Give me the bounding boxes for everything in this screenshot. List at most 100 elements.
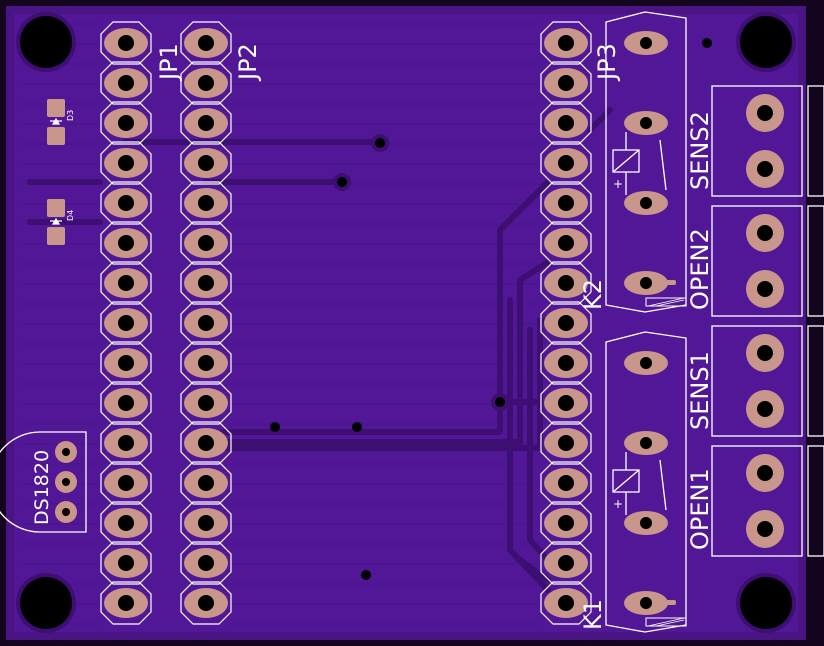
pin-hole [198,275,214,291]
pin-outline [540,301,592,345]
pin-hole [558,475,574,491]
pin-hole [558,555,574,571]
terminal-side [807,445,824,557]
terminal-side [807,205,824,317]
pin-hole [198,115,214,131]
pin-outline [180,181,232,225]
pin-hole [198,555,214,571]
pin-hole [198,435,214,451]
ds1820-sensor [0,431,87,533]
relay-pad-hole [640,117,652,129]
pin-hole [198,395,214,411]
pin-hole [198,315,214,331]
pin-hole [198,355,214,371]
pin-outline [180,421,232,465]
label-open1: OPEN1 [686,468,714,550]
terminal-side [807,85,824,197]
pin-hole [118,275,134,291]
pin-hole [558,435,574,451]
pin-hole [118,235,134,251]
label-d3: D3 [66,110,75,121]
terminal-hole [757,345,773,361]
label-sens2: SENS2 [686,111,714,190]
terminal-hole [757,401,773,417]
pin-hole [558,315,574,331]
pin-outline [100,21,152,65]
led-d4 [47,199,65,245]
pin-outline [540,101,592,145]
screw-terminals [711,85,824,557]
pin-hole [198,235,214,251]
pin-outline [180,461,232,505]
pin-outline [540,501,592,545]
pin-outline [100,221,152,265]
label-jp2: JP2 [234,43,262,82]
pin-outline [540,341,592,385]
label-open2: OPEN2 [686,228,714,310]
pin-hole [118,435,134,451]
pin-outline [180,21,232,65]
jp2-header [180,21,232,625]
pin-outline [180,581,232,625]
pin-hole [198,595,214,611]
relay-pad-hole [640,517,652,529]
pin-outline [100,421,152,465]
pin-hole [558,115,574,131]
pin-outline [100,181,152,225]
pin-hole [198,75,214,91]
jp1-header [100,21,152,625]
pin-outline [100,541,152,585]
pin-outline [540,421,592,465]
terminal-block [711,325,803,437]
pin-hole [118,195,134,211]
pin-outline [180,501,232,545]
terminal-hole [757,465,773,481]
jp3-header [540,21,592,625]
terminal-block [711,445,803,557]
mounting-holes [16,12,796,633]
terminal-side [807,325,824,437]
pin-outline [180,261,232,305]
vias [270,38,712,580]
pin-outline [100,141,152,185]
pin-outline [540,461,592,505]
k1-plus-sign: + [613,497,623,511]
pin-hole [118,555,134,571]
pin-outline [180,541,232,585]
pin-hole [558,35,574,51]
pin-hole [198,35,214,51]
relay-pad-hole [640,597,652,609]
relay-k2: + [605,11,687,313]
label-k1: K1 [579,599,607,630]
label-d4: D4 [66,210,75,221]
pin-outline [100,501,152,545]
pin-outline [100,381,152,425]
pin-outline [180,141,232,185]
pin-outline [100,461,152,505]
relay-pad-hole [640,197,652,209]
pin-hole [118,355,134,371]
pin-outline [100,261,152,305]
relay-pad-hole [640,357,652,369]
label-k2: K2 [579,279,607,310]
pin-hole [198,155,214,171]
led-d3 [47,99,65,145]
pin-hole [558,195,574,211]
relay-pad-hole [640,37,652,49]
pin-outline [100,101,152,145]
terminal-hole [757,281,773,297]
pin-hole [118,155,134,171]
pin-outline [540,541,592,585]
pin-hole [118,75,134,91]
pin-outline [540,221,592,265]
relay-pad-hole [640,437,652,449]
label-jp1: JP1 [155,43,183,82]
pin-outline [180,221,232,265]
label-sens1: SENS1 [686,351,714,430]
pin-outline [180,301,232,345]
pin-outline [100,301,152,345]
pin-hole [118,315,134,331]
k1-pads [624,351,668,615]
pin-hole [558,515,574,531]
